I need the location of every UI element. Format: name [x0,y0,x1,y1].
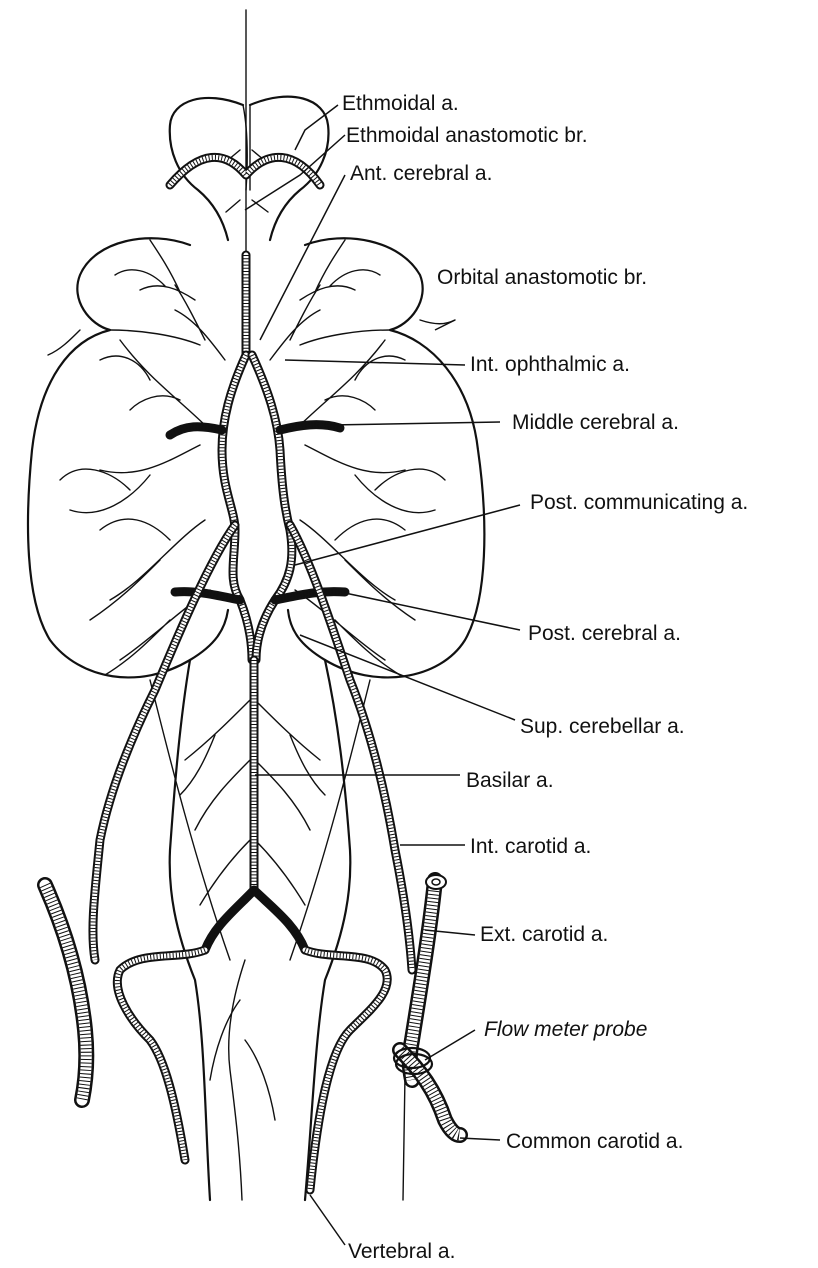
label-ant-cerebral-a: Ant. cerebral a. [350,162,492,185]
label-orbital-anastomotic-br: Orbital anastomotic br. [437,266,647,289]
cerebral-hemisphere-right [288,238,484,677]
major-vessels [45,157,460,1200]
label-flow-meter-probe: Flow meter probe [484,1018,647,1041]
label-vertebral-a: Vertebral a. [348,1240,455,1263]
small-arterial-branches [48,10,455,1200]
cerebral-hemisphere-left [28,238,228,677]
label-basilar-a: Basilar a. [466,769,554,792]
brainstem-outline-right [305,660,350,1200]
label-middle-cerebral-a: Middle cerebral a. [512,411,679,434]
vertebral-artery-right [305,950,387,1190]
label-common-carotid-a: Common carotid a. [506,1130,683,1153]
label-ethmoidal-a: Ethmoidal a. [342,92,459,115]
olfactory-bulb-right [250,97,328,240]
label-post-cerebral-a: Post. cerebral a. [528,622,681,645]
label-post-communicating-a: Post. communicating a. [530,491,748,514]
label-ext-carotid-a: Ext. carotid a. [480,923,608,946]
label-int-carotid-a: Int. carotid a. [470,835,591,858]
label-sup-cerebellar-a: Sup. cerebellar a. [520,715,685,738]
label-int-ophthalmic-a: Int. ophthalmic a. [470,353,630,376]
label-ethmoidal-anastomotic-br: Ethmoidal anastomotic br. [346,124,588,147]
